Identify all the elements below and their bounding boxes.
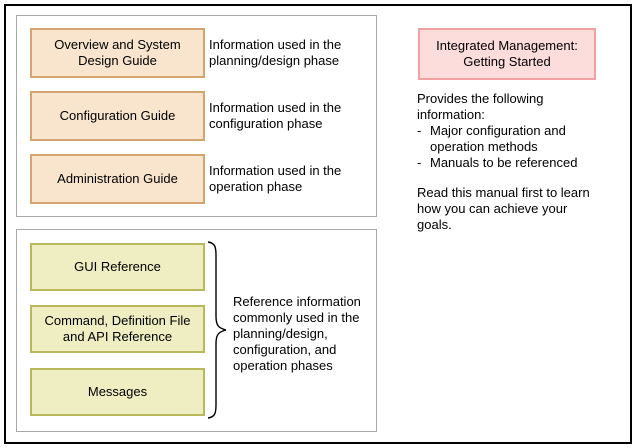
- overview-design-guide-box: Overview and System Design Guide: [30, 28, 205, 78]
- configuration-guide-description: Information used in the configuration ph…: [209, 100, 342, 131]
- bullet-item: - Manuals to be referenced: [417, 155, 622, 171]
- administration-guide-description: Information used in the operation phase: [209, 163, 342, 194]
- bullet-text: Manuals to be referenced: [430, 155, 578, 170]
- messages-box: Messages: [30, 368, 205, 416]
- getting-started-intro: Provides the following information:: [417, 91, 544, 122]
- outer-frame: [4, 4, 632, 444]
- reference-brace-note: Reference information commonly used in t…: [233, 294, 361, 373]
- bullet-text: Major configuration and operation method…: [430, 123, 566, 154]
- bullet-item: - Major configuration and operation meth…: [417, 123, 622, 155]
- configuration-guide-box: Configuration Guide: [30, 91, 205, 141]
- getting-started-manual-box: Integrated Management: Getting Started: [418, 28, 596, 80]
- getting-started-description: Provides the following information: - Ma…: [417, 91, 622, 233]
- administration-guide-box: Administration Guide: [30, 154, 205, 204]
- gui-reference-box: GUI Reference: [30, 243, 205, 291]
- getting-started-note: Read this manual first to learn how you …: [417, 185, 590, 232]
- bullet-marker: -: [417, 155, 422, 170]
- curly-brace-icon: [207, 241, 227, 419]
- bullet-marker: -: [417, 123, 422, 138]
- command-definition-api-reference-box: Command, Definition File and API Referen…: [30, 305, 205, 353]
- overview-design-guide-description: Information used in the planning/design …: [209, 37, 342, 68]
